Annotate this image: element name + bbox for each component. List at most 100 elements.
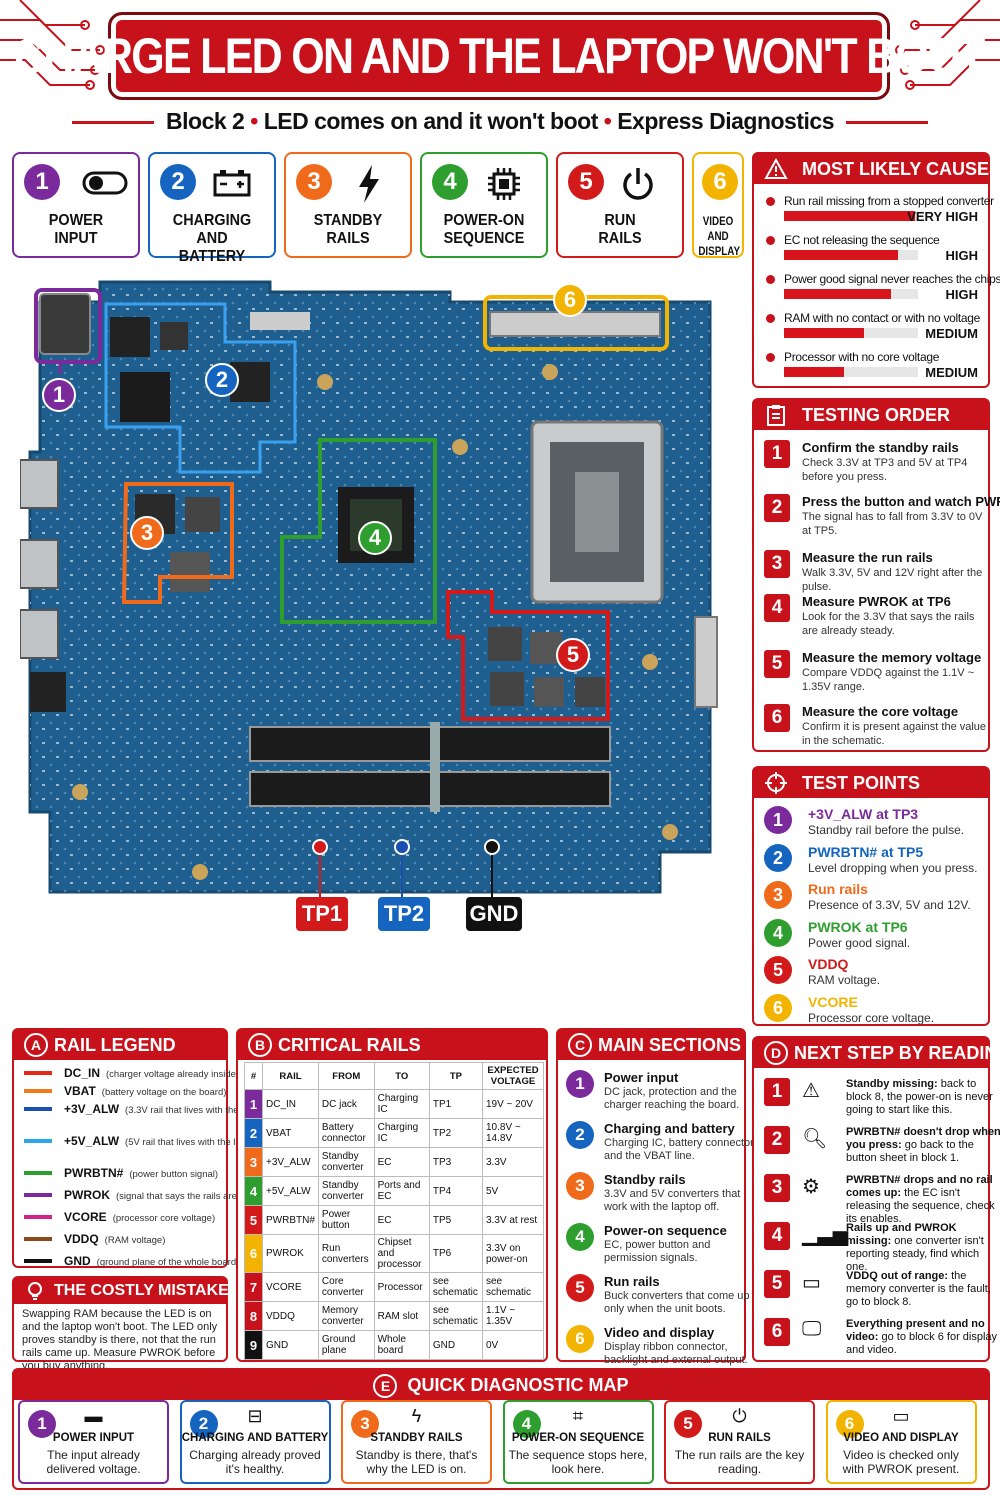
legend-name: +5V_ALW [64, 1134, 120, 1148]
cause-text: RAM with no contact or with no voltage [784, 311, 981, 325]
legend-entry: GND(ground plane of the whole board) [64, 1254, 239, 1268]
block-label: DISPLAY [698, 244, 741, 258]
rails-cell: TP3 [428, 1147, 483, 1177]
cause-level: HIGH [945, 287, 979, 302]
legend-name: VDDQ [64, 1232, 99, 1246]
legend-swatch [24, 1237, 52, 1241]
step-title: Measure PWROK at TP6 [802, 594, 951, 609]
block-number: 1 [24, 164, 60, 200]
clipboard-icon [767, 405, 785, 426]
monitor-icon: 🖵︎ [802, 1318, 822, 1340]
legend-swatch [24, 1215, 52, 1219]
rails-cell: TP4 [428, 1176, 483, 1206]
rails-cell: 3.3V [481, 1147, 545, 1177]
nextstep-desc: the memory converter is the fault, go to… [846, 1270, 991, 1308]
step-number: 5 [764, 650, 790, 678]
rails-cell: 10.8V ~ 14.8V [481, 1118, 545, 1148]
nextstep-bold: Rails up and PWROK missing: [846, 1222, 957, 1247]
quickmap-number: 2 [189, 1410, 218, 1438]
legend-desc: (ground plane of the whole board) [96, 1257, 240, 1268]
bullet-icon [766, 353, 775, 362]
block-label: RAILS [598, 230, 642, 247]
block-label: VIDEO AND [702, 214, 734, 243]
legend-swatch [24, 1071, 52, 1075]
rails-header-cell: EXPECTED VOLTAGE [481, 1062, 545, 1090]
toggle-icon [82, 171, 128, 195]
title-banner: CHARGE LED ON AND THE LAPTOP WON'T BOOT [14, 12, 986, 100]
block-label: RUN [604, 212, 636, 229]
testpoint-number: 1 [764, 806, 792, 834]
circuit-decoration-left [0, 0, 105, 90]
quickmap-desc: Standby is there, that's why the LED is … [355, 1448, 478, 1476]
legend-entry: +5V_ALW(5V rail that lives with the lapt… [64, 1134, 275, 1148]
block-label: POWER [48, 212, 104, 229]
nextstep-bold: Standby missing: [846, 1078, 938, 1090]
rails-cell: 5V [481, 1176, 545, 1206]
warning-icon [764, 158, 788, 179]
block-label: POWER-ON [443, 212, 525, 229]
section-title: Power input [604, 1070, 679, 1085]
subtitle-block: Block 2 [166, 108, 245, 134]
block-label: STANDBY [313, 212, 383, 229]
bar-chart-icon: ▁▃▅ [802, 1224, 849, 1246]
board-label-4: 4 [358, 521, 392, 555]
section-desc: 3.3V and 5V converters that work with th… [604, 1188, 741, 1213]
nextstep-item: 4▁▃▅Rails up and PWROK missing: one conv… [764, 1222, 984, 1273]
rails-cell: 1.1V ~ 1.35V [481, 1301, 545, 1331]
section-title: Standby rails [604, 1172, 686, 1187]
cause-level: HIGH [945, 248, 979, 263]
nextstep-item: 1⚠Standby missing: back to block 8, the … [764, 1078, 993, 1122]
block-number: 3 [296, 164, 332, 200]
quickmap-desc: Video is checked only with PWROK present… [842, 1448, 960, 1476]
quickmap-desc: The input already delivered voltage. [46, 1448, 141, 1476]
section-title: Run rails [604, 1274, 660, 1289]
rails-cell: EC [373, 1147, 430, 1177]
bullet-icon [766, 275, 775, 284]
motherboard-illustration [20, 280, 718, 902]
quickmap-title: POWER-ON SEQUENCE [511, 1432, 645, 1444]
step-desc: Look for the 3.3V that says the rails ar… [802, 611, 975, 637]
board-label-3: 3 [130, 516, 164, 550]
step-number: 4 [764, 594, 790, 622]
rails-row-number: 4 [244, 1176, 263, 1206]
cause-bar-fill [784, 250, 898, 260]
rails-cell: PWRBTN# [262, 1205, 319, 1235]
rails-row-number: 2 [244, 1118, 263, 1148]
nextstep-bold: Everything present and no video: [846, 1318, 985, 1343]
cause-bar [784, 367, 918, 377]
cause-bar-fill [784, 328, 865, 338]
quickmap-title: STANDBY RAILS [370, 1432, 463, 1444]
cause-bar-fill [784, 289, 892, 299]
legend-swatch [24, 1107, 52, 1111]
legend-name: PWROK [64, 1188, 110, 1202]
nextstep-text: PWRBTN# drops and no rail comes up: the … [846, 1174, 1000, 1226]
step-number: 1 [764, 440, 790, 468]
quickmap-title: RUN RAILS [708, 1432, 771, 1444]
causes-panel: MOST LIKELY CAUSES Run rail missing from… [752, 152, 1000, 388]
bullet-icon [766, 314, 775, 323]
cause-text: EC not releasing the sequence [784, 233, 940, 247]
rails-cell: TP5 [428, 1205, 483, 1235]
quickmap-number: 3 [351, 1410, 379, 1438]
quickmap-icon: ▭ [892, 1406, 910, 1426]
section-desc: Buck converters that come up only when t… [604, 1290, 750, 1315]
legend-desc: (power button signal) [129, 1169, 219, 1180]
quickmap-title: VIDEO AND DISPLAY [843, 1432, 959, 1444]
section-number: 3 [566, 1172, 594, 1200]
quickmap-desc: The sequence stops here, look here. [508, 1448, 648, 1476]
quickmap-icon: ▬ [84, 1406, 103, 1426]
legend-swatch [24, 1193, 52, 1197]
testpoint-title: Run rails [808, 881, 868, 897]
section-desc: Display ribbon connector, backlight and … [604, 1341, 748, 1366]
